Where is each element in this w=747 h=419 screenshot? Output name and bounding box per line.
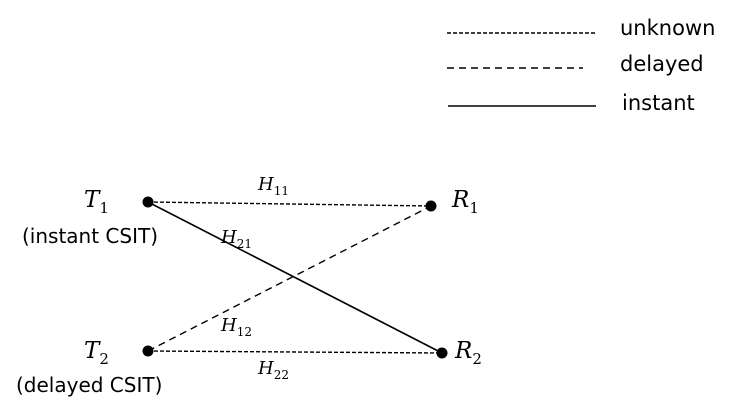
node-dots xyxy=(142,196,448,359)
node-label-t1: T1 xyxy=(84,187,109,217)
legend: unknown delayed instant xyxy=(447,16,715,115)
node-r1-dot xyxy=(425,200,437,212)
legend-delayed-label: delayed xyxy=(620,52,704,76)
edge-label-h12: H12 xyxy=(220,315,252,339)
edge-label-h11: H11 xyxy=(257,174,289,198)
node-label-t2: T2 xyxy=(84,338,109,368)
node-caption-t1: (instant CSIT) xyxy=(22,224,158,248)
node-labels: T1 (instant CSIT) T2 (delayed CSIT) R1 R… xyxy=(16,187,482,397)
edge-label-h21: H21 xyxy=(220,227,252,251)
legend-unknown-label: unknown xyxy=(620,16,715,40)
edge-label-h22: H22 xyxy=(257,358,289,382)
legend-instant-label: instant xyxy=(622,91,695,115)
edges xyxy=(147,201,443,354)
node-r2-dot xyxy=(436,347,448,359)
edge-h22 xyxy=(147,350,443,354)
node-t2-dot xyxy=(142,345,154,357)
edge-h11 xyxy=(147,201,432,207)
node-t1-dot xyxy=(142,196,154,208)
edge-h12 xyxy=(147,205,432,352)
node-caption-t2: (delayed CSIT) xyxy=(16,373,162,397)
node-label-r2: R2 xyxy=(454,338,482,368)
edge-labels: H11 H21 H12 H22 xyxy=(220,174,289,382)
node-label-r1: R1 xyxy=(451,187,479,217)
edge-h21 xyxy=(147,201,443,354)
